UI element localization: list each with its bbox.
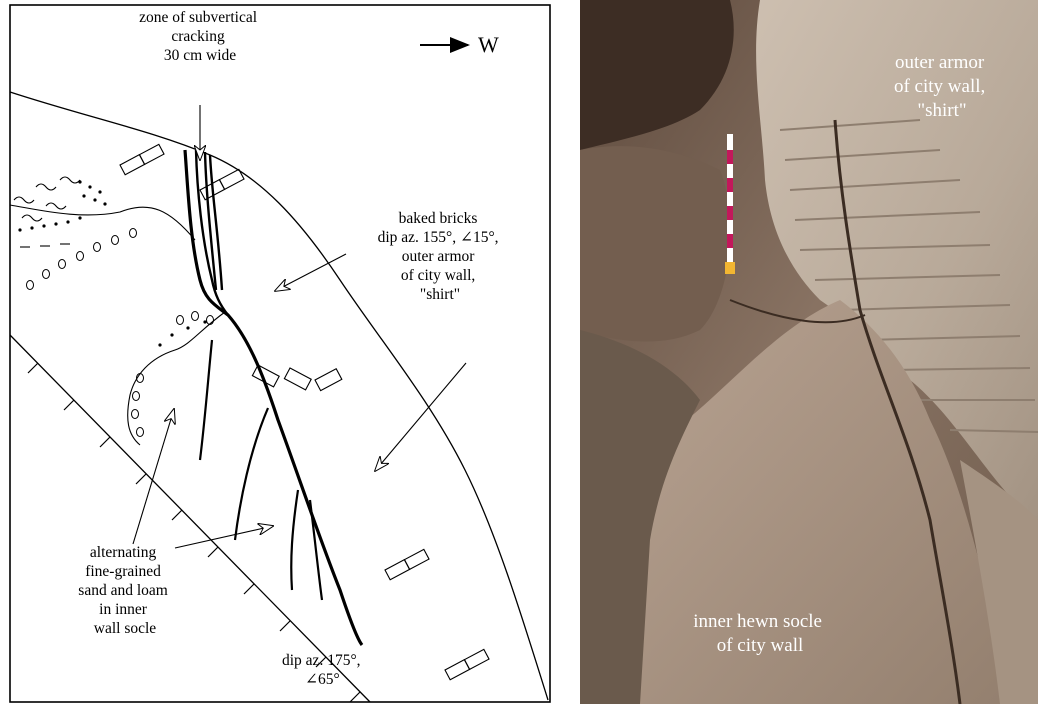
sketch-panel: W zone of subvertical cracking 30 cm wid… <box>0 0 562 704</box>
socle-line <box>10 335 370 702</box>
wall-photograph: outer armor of city wall, "shirt" inner … <box>580 0 1038 704</box>
rubble-slope <box>580 146 730 341</box>
loam-symbols <box>14 177 80 247</box>
sand-arrow-2 <box>175 526 273 548</box>
subsidiary-cracks <box>200 340 322 600</box>
main-fault <box>185 150 362 645</box>
geologic-sketch: W zone of subvertical cracking 30 cm wid… <box>0 0 562 704</box>
crack-zone-label: zone of subvertical cracking 30 cm wide <box>139 9 261 64</box>
fragment-boundary <box>10 205 195 240</box>
bricks-label: baked bricks dip az. 155°, ∠15°, outer a… <box>378 210 503 303</box>
direction-label: W <box>478 32 499 57</box>
sand-loam-label: alternating fine-grained sand and loam i… <box>78 544 171 637</box>
lens-boundary <box>128 312 225 445</box>
bricks-arrow-2 <box>375 363 466 471</box>
crack-zone <box>196 150 228 315</box>
fault-dip-label: dip az. 175°, ∠65° <box>282 652 364 688</box>
photo-panel: outer armor of city wall, "shirt" inner … <box>580 0 1038 704</box>
pebble-symbols <box>27 229 214 437</box>
sand-arrow-1 <box>133 409 174 544</box>
